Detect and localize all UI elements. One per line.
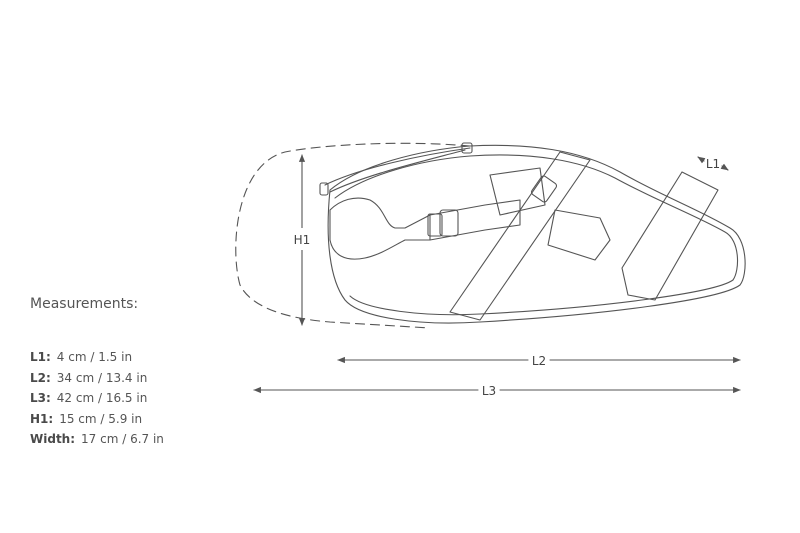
measurement-l2: L2: 34 cm / 13.4 in [30, 368, 164, 389]
measurement-width: Width: 17 cm / 6.7 in [30, 429, 164, 450]
bag-body-outline [327, 144, 746, 324]
measurement-key: L3: [30, 391, 51, 405]
bungee-cord [324, 147, 471, 186]
h1-label: H1 [294, 233, 311, 247]
measurement-l1: L1: 4 cm / 1.5 in [30, 347, 164, 368]
measurement-key: H1: [30, 411, 54, 426]
l3-label: L3 [482, 384, 496, 398]
measurements-heading: Measurements: [30, 296, 139, 312]
measurement-h1: H1: 15 cm / 5.9 in [30, 409, 164, 430]
roll-top [329, 197, 431, 260]
expansion-outline [235, 142, 471, 329]
measurement-value: 4 cm / 1.5 in [56, 350, 133, 364]
measurement-value: 15 cm / 5.9 in [59, 411, 143, 426]
measurement-l3: L3: 42 cm / 16.5 in [30, 388, 164, 409]
l1-label: L1 [706, 157, 720, 171]
measurement-value: 34 cm / 13.4 in [56, 370, 148, 385]
side-strap [429, 199, 521, 241]
side-buckle [439, 209, 459, 237]
rear-strap [621, 171, 719, 301]
l2-label: L2 [532, 354, 546, 368]
measurements-list: L1: 4 cm / 1.5 in L2: 34 cm / 13.4 in L3: 4… [30, 347, 164, 450]
l1-arrow [697, 156, 706, 164]
measurement-key: L2: [30, 370, 51, 385]
measurement-key: Width: [30, 432, 76, 446]
measurement-key: L1: [30, 350, 51, 364]
diagonal-strap [449, 151, 591, 321]
measurement-value: 17 cm / 6.7 in [81, 432, 164, 446]
measurement-value: 42 cm / 16.5 in [56, 391, 148, 405]
